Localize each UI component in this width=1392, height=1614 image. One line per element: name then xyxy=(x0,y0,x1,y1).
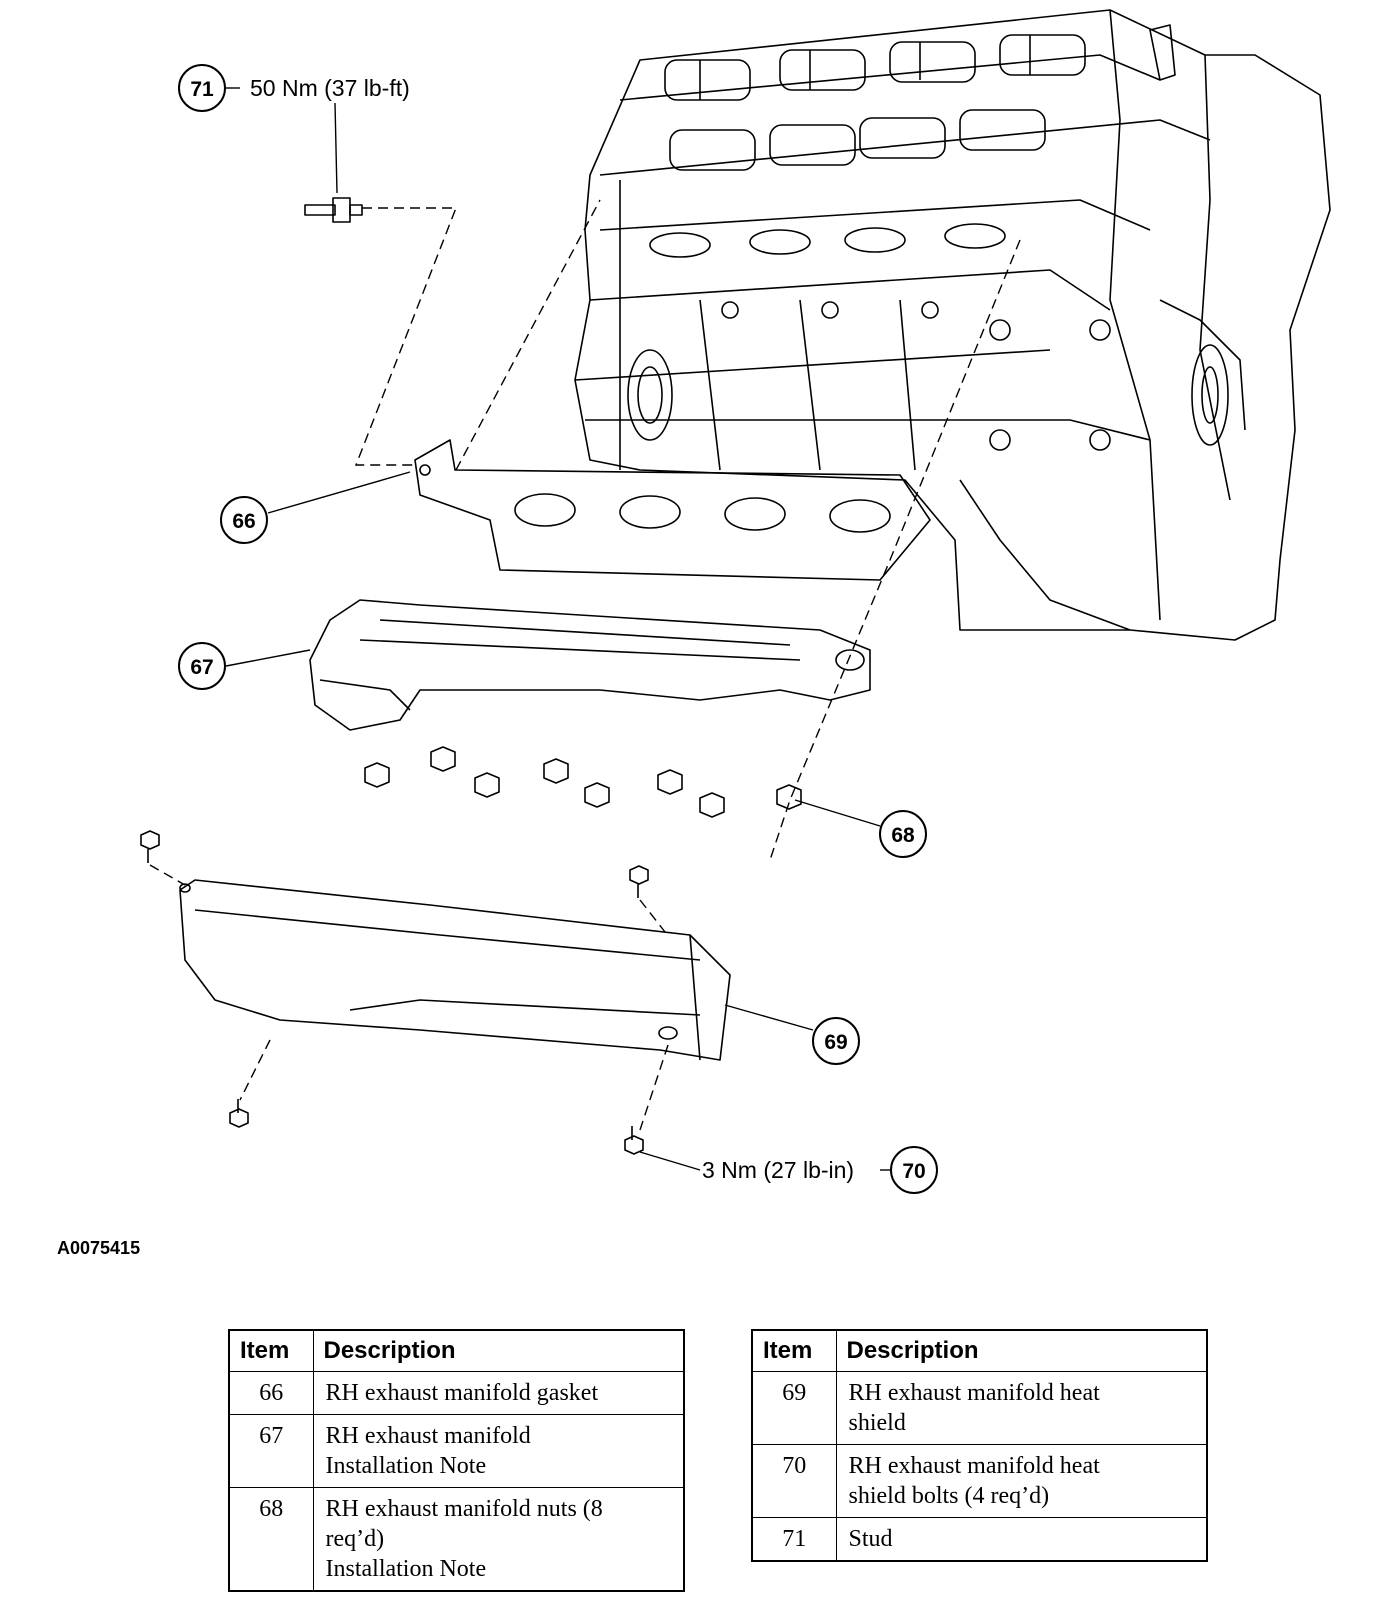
callout-69: 69 xyxy=(812,1017,860,1065)
exploded-view-diagram: 71 50 Nm (37 lb-ft) 66 67 68 69 70 3 Nm … xyxy=(140,9,1331,1194)
figure-id: A0075415 xyxy=(57,1238,141,1258)
legend-row: 67 RH exhaust manifold Installation Note xyxy=(228,1414,685,1488)
callout-66: 66 xyxy=(220,496,268,544)
exhaust-manifold-gasket-illustration xyxy=(414,439,931,581)
item-number: 69 xyxy=(751,1371,837,1445)
item-description: Stud xyxy=(835,1517,1208,1562)
item-number: 67 xyxy=(228,1414,314,1488)
legend-table-right: Item Description 69 RH exhaust manifold … xyxy=(751,1329,1208,1562)
svg-text:69: 69 xyxy=(824,1031,847,1054)
description-line: RH exhaust manifold gasket xyxy=(325,1380,599,1406)
description-line: shield bolts (4 req’d) xyxy=(848,1483,1050,1509)
item-number: 68 xyxy=(228,1487,314,1592)
description-line: RH exhaust manifold xyxy=(325,1423,531,1449)
callout-67: 67 xyxy=(178,642,226,690)
svg-text:68: 68 xyxy=(891,824,915,847)
item-description: RH exhaust manifold nuts (8 req’d) Insta… xyxy=(312,1487,685,1592)
installation-note-link[interactable]: Installation Note xyxy=(325,1453,487,1479)
leader-lines xyxy=(225,87,891,1171)
legend-row: 70 RH exhaust manifold heat shield bolts… xyxy=(751,1444,1208,1518)
description-line: shield xyxy=(848,1410,906,1436)
callout-70: 70 3 Nm (27 lb-in) xyxy=(702,1146,938,1194)
callout-71: 71 50 Nm (37 lb-ft) xyxy=(178,64,410,112)
item-description: RH exhaust manifold heat shield xyxy=(835,1371,1208,1445)
description-line: Stud xyxy=(848,1526,893,1552)
installation-note-link[interactable]: Installation Note xyxy=(325,1556,487,1582)
svg-text:70: 70 xyxy=(902,1160,925,1183)
manifold-nuts-illustration xyxy=(364,746,802,818)
description-line: RH exhaust manifold heat xyxy=(848,1453,1100,1479)
legend-table-left: Item Description 66 RH exhaust manifold … xyxy=(228,1329,685,1592)
svg-text:66: 66 xyxy=(232,510,255,533)
svg-text:71: 71 xyxy=(190,78,214,101)
item-number: 66 xyxy=(228,1371,314,1415)
description-column-header: Description xyxy=(312,1329,685,1372)
heat-shield-illustration xyxy=(179,879,731,1061)
legend-header-row: Item Description xyxy=(751,1329,1208,1372)
legend-header-row: Item Description xyxy=(228,1329,685,1372)
torque-spec-70: 3 Nm (27 lb-in) xyxy=(702,1157,854,1183)
torque-spec-71: 50 Nm (37 lb-ft) xyxy=(250,75,410,101)
svg-text:67: 67 xyxy=(190,656,213,679)
item-description: RH exhaust manifold Installation Note xyxy=(312,1414,685,1488)
stud-illustration xyxy=(304,197,363,223)
item-description: RH exhaust manifold gasket xyxy=(312,1371,685,1415)
legend-row: 69 RH exhaust manifold heat shield xyxy=(751,1371,1208,1445)
item-number: 71 xyxy=(751,1517,837,1562)
item-column-header: Item xyxy=(751,1329,837,1372)
legend-row: 66 RH exhaust manifold gasket xyxy=(228,1371,685,1415)
alignment-lines xyxy=(149,199,1021,1131)
item-description: RH exhaust manifold heat shield bolts (4… xyxy=(835,1444,1208,1518)
legend-row: 71 Stud xyxy=(751,1517,1208,1562)
description-line: req’d) xyxy=(325,1526,385,1552)
description-line: RH exhaust manifold heat xyxy=(848,1380,1100,1406)
description-column-header: Description xyxy=(835,1329,1208,1372)
description-line: RH exhaust manifold nuts (8 xyxy=(325,1496,603,1522)
item-column-header: Item xyxy=(228,1329,314,1372)
callout-68: 68 xyxy=(879,810,927,858)
item-number: 70 xyxy=(751,1444,837,1518)
legend-row: 68 RH exhaust manifold nuts (8 req’d) In… xyxy=(228,1487,685,1592)
exhaust-manifold-illustration xyxy=(309,599,871,731)
heat-shield-bolts-illustration xyxy=(140,830,649,1155)
engine-block-illustration xyxy=(574,9,1331,641)
